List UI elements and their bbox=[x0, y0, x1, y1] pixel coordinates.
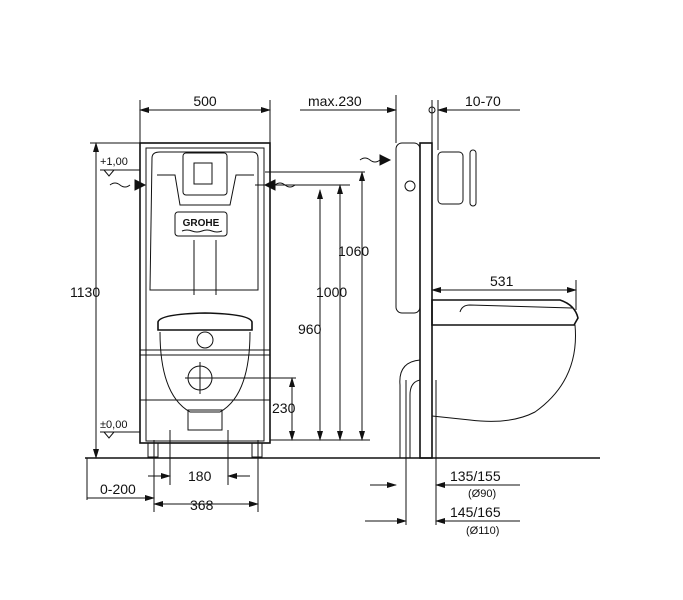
dim-1060: 1060 bbox=[338, 243, 369, 259]
dim-height: 1130 bbox=[70, 284, 100, 300]
dim-230: 230 bbox=[272, 400, 296, 416]
dim-180: 180 bbox=[188, 468, 212, 484]
side-view: max.230 10-70 531 135/155 (Ø90) 145/165 … bbox=[300, 93, 579, 537]
dim-1000: 1000 bbox=[316, 284, 347, 300]
level-floor: ±0,00 bbox=[100, 419, 127, 431]
dim-width: 500 bbox=[193, 93, 217, 109]
dim-145-165: 145/165 bbox=[450, 504, 501, 520]
dim-max-230: max.230 bbox=[308, 93, 362, 109]
front-view: GROHE 500 1130 +1,00 ±0,00 1060 bbox=[70, 93, 370, 513]
dim-d90: (Ø90) bbox=[468, 488, 496, 500]
dim-531: 531 bbox=[490, 273, 514, 289]
svg-text:GROHE: GROHE bbox=[183, 218, 220, 229]
dim-10-70: 10-70 bbox=[465, 93, 501, 109]
brand-logo bbox=[174, 211, 228, 237]
dim-135-155: 135/155 bbox=[450, 468, 501, 484]
dim-0-200: 0-200 bbox=[100, 481, 136, 497]
dim-d110: (Ø110) bbox=[466, 525, 499, 537]
dim-960: 960 bbox=[298, 321, 322, 337]
dim-368: 368 bbox=[190, 497, 214, 513]
level-top: +1,00 bbox=[100, 156, 128, 168]
